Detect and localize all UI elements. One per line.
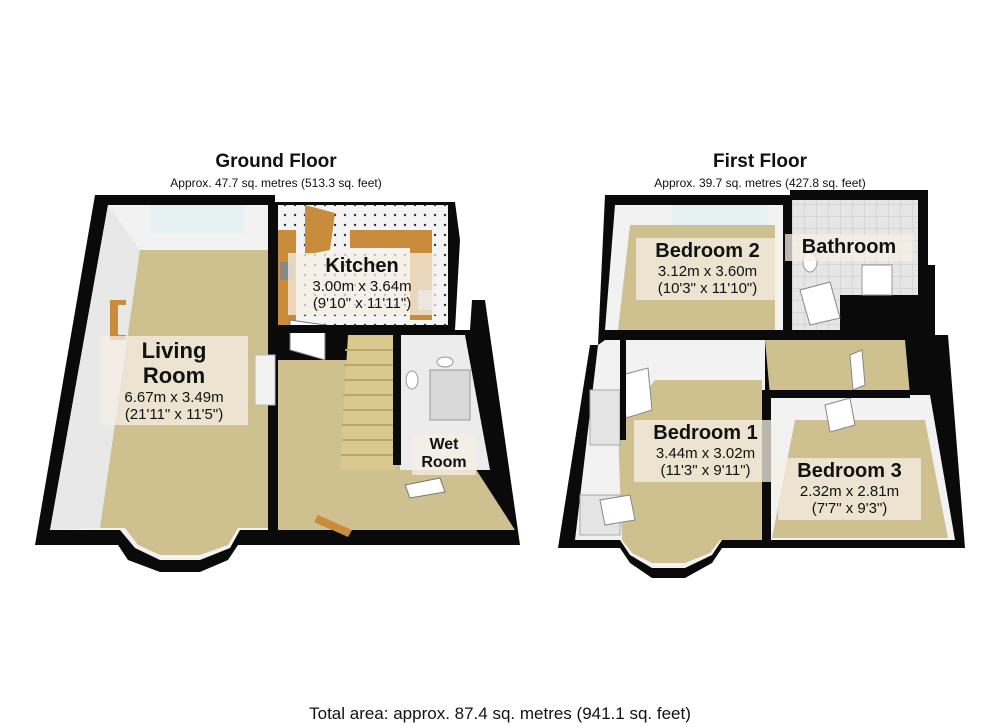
- living-room-imperial: (21'11" x 11'5"): [124, 405, 224, 423]
- kitchen-name: Kitchen: [325, 255, 399, 277]
- first-floor-title: First Floor: [713, 151, 807, 172]
- bedroom-3-label: Bedroom 3 2.32m x 2.81m (7'7" x 9'3"): [778, 458, 921, 520]
- bedroom-1-imperial: (11'3" x 9'11"): [660, 462, 751, 480]
- bedroom-1-metric: 3.44m x 3.02m: [655, 445, 756, 462]
- kitchen-metric: 3.00m x 3.64m: [312, 278, 412, 295]
- first-floor-staircase-rail: [849, 349, 866, 391]
- bedroom-2-label: Bedroom 2 3.12m x 3.60m (10'3" x 11'10"): [636, 238, 779, 300]
- bathroom-name: Bathroom: [801, 236, 897, 258]
- living-room-label: Living Room 6.67m x 3.49m (21'11" x 11'5…: [100, 336, 248, 426]
- wet-room-toilet: [405, 370, 419, 390]
- wet-room-basin: [436, 356, 454, 368]
- bedroom-3-name: Bedroom 3: [797, 460, 902, 482]
- wet-room-label: Wet Room: [412, 434, 476, 475]
- front-door: [314, 515, 352, 537]
- ground-floor-area: Approx. 47.7 sq. metres (513.3 sq. feet): [170, 176, 382, 190]
- ground-staircase: [340, 335, 400, 470]
- kitchen-imperial: (9'10" x 11'11"): [312, 295, 412, 313]
- bathroom-bath: [861, 264, 893, 296]
- living-room-metric: 6.67m x 3.49m: [124, 388, 224, 406]
- bedroom-2-imperial: (10'3" x 11'10"): [657, 280, 758, 298]
- bathroom-label: Bathroom: [785, 234, 913, 261]
- ground-floor-title: Ground Floor: [215, 151, 337, 172]
- kitchen-label: Kitchen 3.00m x 3.64m (9'10" x 11'11"): [288, 253, 436, 315]
- total-area: Total area: approx. 87.4 sq. metres (941…: [309, 704, 691, 723]
- bedroom-2-metric: 3.12m x 3.60m: [657, 263, 758, 280]
- kitchen-door: [305, 205, 335, 255]
- bedroom-3-metric: 2.32m x 2.81m: [799, 483, 900, 500]
- bedroom-3-imperial: (7'7" x 9'3"): [811, 500, 888, 518]
- bedroom-1-name: Bedroom 1: [653, 422, 758, 444]
- landing-floor: [765, 340, 910, 395]
- wet-room-name-line2: Room: [421, 454, 467, 472]
- bedroom-1-wardrobe-top: [589, 389, 621, 446]
- bedroom-1-label: Bedroom 1 3.44m x 3.02m (11'3" x 9'11"): [634, 420, 777, 482]
- first-floor-area: Approx. 39.7 sq. metres (427.8 sq. feet): [654, 176, 866, 190]
- living-room-name-line1: Living: [141, 338, 207, 363]
- living-room-name-line2: Room: [142, 363, 206, 389]
- bedroom-2-name: Bedroom 2: [655, 240, 760, 262]
- wet-room-name-line1: Wet: [429, 436, 459, 453]
- wet-room-shower: [429, 369, 471, 421]
